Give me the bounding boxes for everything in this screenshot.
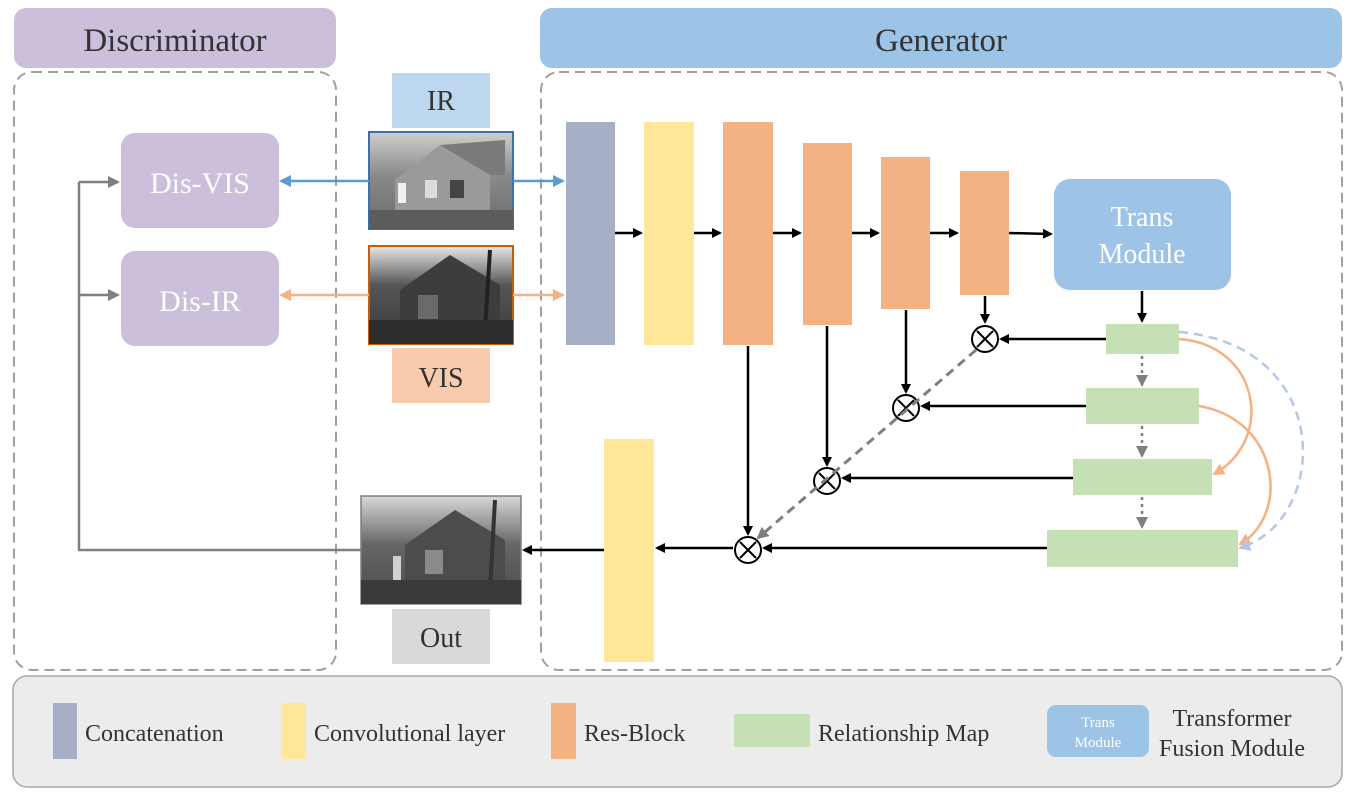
relationship-map-3: [1073, 459, 1212, 495]
skip-orange-2: [1198, 404, 1272, 546]
resblock-2: [803, 143, 852, 325]
legend-relmap-swatch: [734, 714, 810, 747]
ir-label-box: [392, 73, 490, 128]
dis-vis-box: [121, 133, 279, 228]
generator-panel: [540, 71, 1343, 671]
legend-trans-icon: [1047, 705, 1149, 757]
resblock-1: [723, 122, 773, 345]
legend-tfm-line2: Fusion Module: [1159, 736, 1305, 762]
multiply-node-3: [813, 467, 841, 495]
ir-image: [368, 131, 514, 230]
multiply-node-4: [734, 536, 762, 564]
relationship-map-4: [1047, 530, 1238, 567]
legend-resblock-swatch: [551, 703, 576, 759]
vis-label: VIS: [418, 363, 463, 394]
dis-ir-box: [121, 251, 279, 346]
resblock-4: [960, 171, 1009, 295]
legend-trans-icon-line1: Trans: [1081, 715, 1115, 731]
trans-module-line1: Trans: [1111, 202, 1174, 233]
concatenation-block: [566, 122, 615, 345]
legend-tfm-line1: Transformer: [1172, 706, 1291, 732]
conv-block-2: [604, 439, 654, 662]
discriminator-header: [14, 8, 336, 68]
legend-concat-label: Concatenation: [85, 721, 224, 747]
out-label-box: [392, 609, 490, 664]
skip-orange-1: [1178, 337, 1253, 476]
trans-module-box: [1054, 179, 1231, 290]
multiply-node-2: [892, 394, 920, 422]
legend-conv-label: Convolutional layer: [314, 721, 505, 747]
multiply-node-1: [971, 325, 999, 353]
out-feedback-path: [77, 176, 361, 552]
legend-trans-icon-line2: Module: [1075, 735, 1122, 751]
ir-label: IR: [427, 86, 455, 117]
vis-label-box: [392, 348, 490, 403]
out-image: [360, 495, 522, 605]
resblock-3: [881, 157, 930, 309]
generator-header: [540, 8, 1342, 68]
vis-image: [368, 245, 514, 345]
generator-title: Generator: [875, 23, 1007, 59]
dis-ir-label: Dis-IR: [159, 285, 241, 318]
dis-vis-label: Dis-VIS: [150, 167, 250, 200]
relationship-map-2: [1086, 388, 1199, 424]
legend-conv-swatch: [282, 703, 306, 759]
legend-concat-swatch: [53, 703, 77, 759]
legend-resblock-label: Res-Block: [584, 721, 685, 747]
forward-arrows: [522, 228, 1147, 555]
trans-module-line2: Module: [1098, 239, 1185, 270]
discriminator-panel: [13, 71, 337, 671]
skip-blue-dashed: [1178, 330, 1305, 551]
out-label: Out: [420, 623, 462, 654]
conv-block-1: [644, 122, 694, 345]
legend-relmap-label: Relationship Map: [818, 721, 989, 747]
legend-panel: [12, 675, 1343, 788]
cascade-dashed-arrow: [756, 348, 977, 540]
relationship-map-1: [1106, 324, 1179, 354]
discriminator-title: Discriminator: [83, 23, 266, 59]
